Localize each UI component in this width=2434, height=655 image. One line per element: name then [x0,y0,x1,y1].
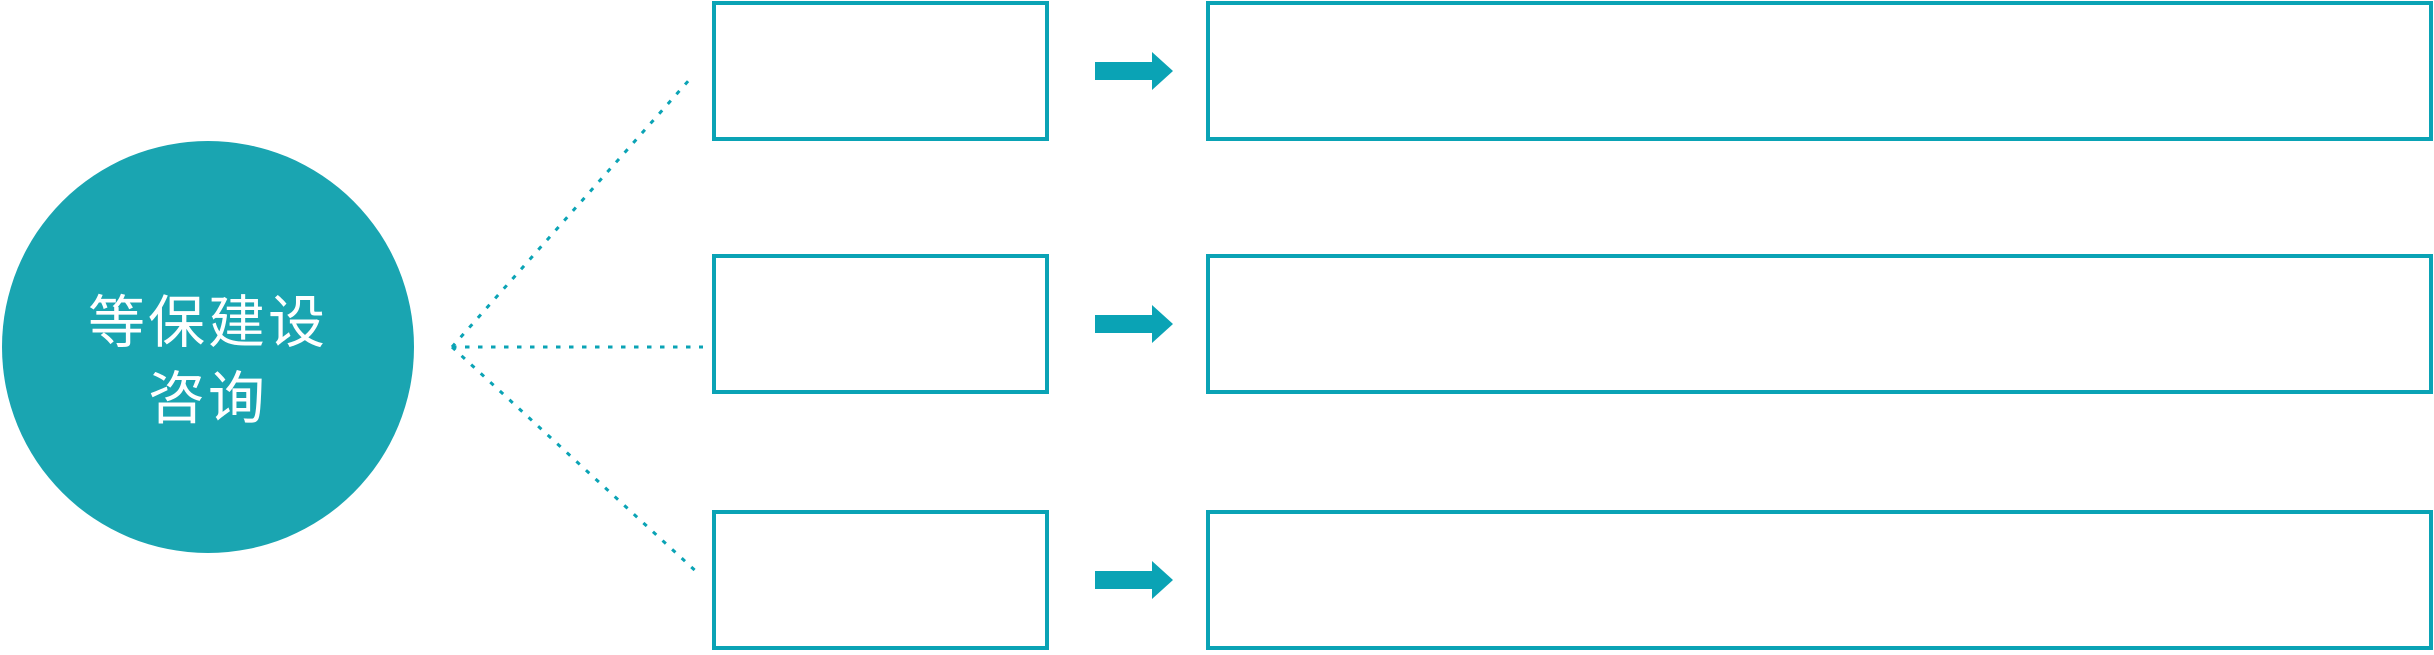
row1-small-box-label [716,5,1045,137]
row1-big-box-label [1210,5,2429,137]
row1-big-box [1206,1,2433,141]
hub-label: 等保建设 咨询 [88,285,328,437]
flow-row-3 [0,510,2434,651]
row1-small-box [712,1,1049,141]
row3-small-box [712,510,1049,650]
row2-big-box-label [1210,258,2429,390]
row2-small-box-label [716,258,1045,390]
right-arrow-icon [1095,561,1173,599]
right-arrow-icon [1095,52,1173,90]
right-arrow-icon [1095,305,1173,343]
row2-big-box [1206,254,2433,394]
hub-label-line1: 等保建设 [88,291,328,355]
flow-row-2 [0,254,2434,395]
right-arrow-shape [1095,52,1173,90]
right-arrow-shape [1095,305,1173,343]
row3-big-box-label [1210,514,2429,646]
right-arrow-shape [1095,561,1173,599]
row3-small-box-label [716,514,1045,646]
hub-circle: 等保建设 咨询 [2,141,414,553]
row2-small-box [712,254,1049,394]
row3-big-box [1206,510,2433,650]
hub-label-line2: 咨询 [148,367,268,431]
flow-row-1 [0,1,2434,142]
